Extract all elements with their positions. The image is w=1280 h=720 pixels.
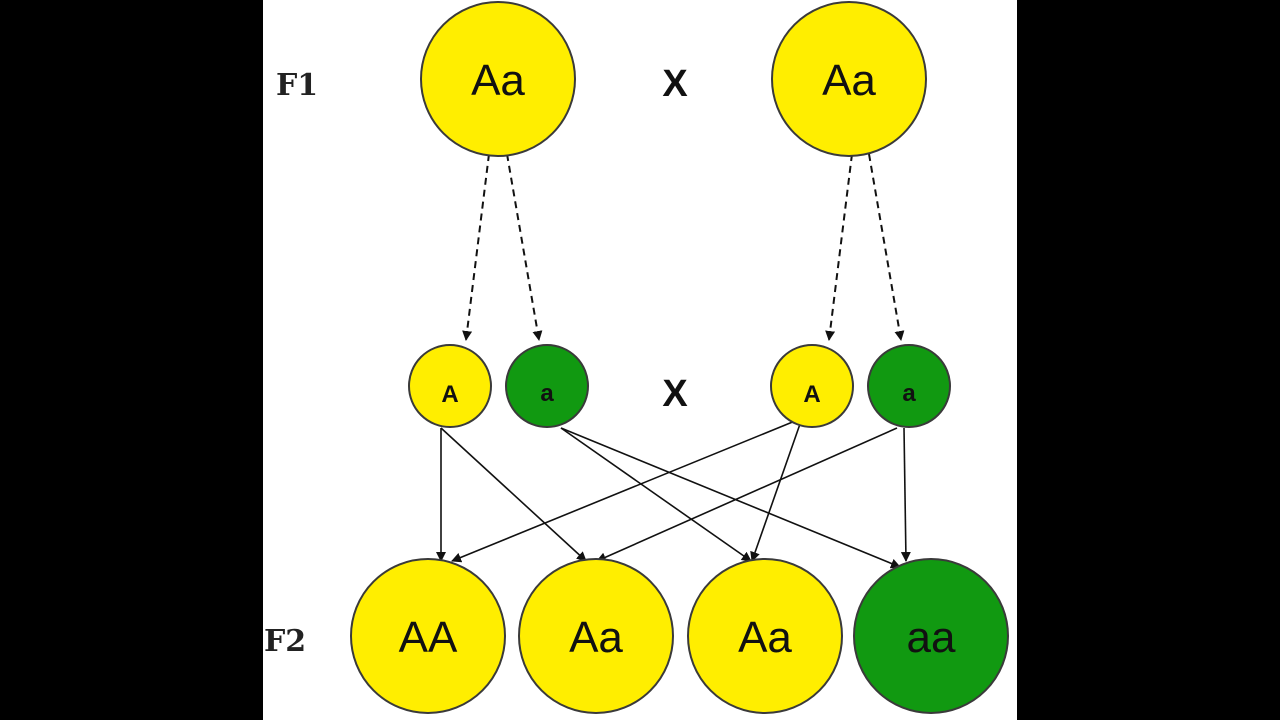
offspring-circle (687, 558, 843, 714)
fertilization-arrow (900, 427, 911, 562)
offspring-genotype: Aa (738, 613, 792, 662)
meiosis-arrow (462, 153, 490, 341)
offspring-1: AA (350, 558, 506, 714)
fertilization-arrow (560, 427, 901, 569)
parent-genotype: Aa (822, 56, 876, 105)
gamete-cross-symbol: X (662, 373, 688, 415)
gamete-circle (505, 344, 589, 428)
parent-circle (771, 1, 927, 157)
gamete-allele: a (902, 380, 916, 407)
f1-label: F1 (276, 68, 318, 103)
gamete-3: A (770, 344, 854, 428)
fertilization-arrow (750, 423, 801, 562)
offspring-genotype: aa (907, 613, 956, 662)
gamete-circle (770, 344, 854, 428)
offspring-genotype: Aa (569, 613, 623, 662)
offspring-2: Aa (518, 558, 674, 714)
gamete-circle (408, 344, 492, 428)
gamete-allele: a (540, 380, 554, 407)
parent-right: Aa (771, 1, 927, 157)
meiosis-arrow (506, 153, 543, 341)
gamete-1: A (408, 344, 492, 428)
parent-cross-symbol: X (662, 63, 688, 105)
f2-label: F2 (264, 624, 306, 659)
gamete-allele: A (803, 381, 820, 408)
meiosis-arrows (462, 153, 905, 341)
offspring-circle (518, 558, 674, 714)
parent-circle (420, 1, 576, 157)
gamete-allele: A (441, 381, 458, 408)
gamete-circle (867, 344, 951, 428)
gamete-2: a (505, 344, 589, 428)
fertilization-arrow (560, 427, 752, 562)
offspring-genotype: AA (399, 613, 458, 662)
fertilization-arrow (596, 427, 898, 562)
meiosis-arrow (868, 153, 905, 341)
offspring-3: Aa (687, 558, 843, 714)
offspring-4: aa (853, 558, 1009, 714)
fertilization-arrow (440, 427, 587, 562)
parent-genotype: Aa (471, 56, 525, 105)
offspring-circle (853, 558, 1009, 714)
gamete-4: a (867, 344, 951, 428)
fertilization-arrows (436, 420, 911, 569)
parent-left: Aa (420, 1, 576, 157)
meiosis-arrow (825, 153, 853, 341)
fertilization-arrow (451, 420, 796, 563)
offspring-circle (350, 558, 506, 714)
